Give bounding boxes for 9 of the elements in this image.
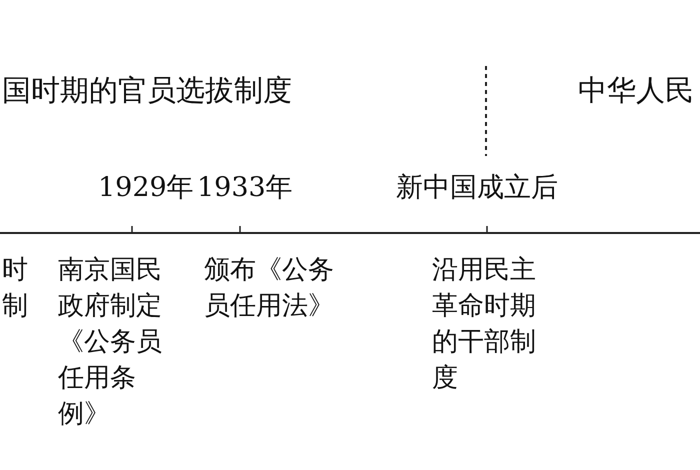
year-label: 1933年 (197, 171, 294, 205)
event-description: 颁布《公务员任用法》 (204, 254, 335, 323)
period-heading: 国时期的官员选拔制度 (2, 72, 293, 108)
event-description: 时制 (2, 254, 29, 323)
year-label: 1929年 (98, 171, 195, 205)
event-date-label: 新中国成立后 (396, 171, 559, 205)
event-description: 沿用民主革命时期的干部制度 (432, 254, 537, 395)
period-heading: 中华人民 (578, 72, 695, 108)
event-description: 南京国民政府制定《公务员任用条例》 (58, 254, 163, 431)
